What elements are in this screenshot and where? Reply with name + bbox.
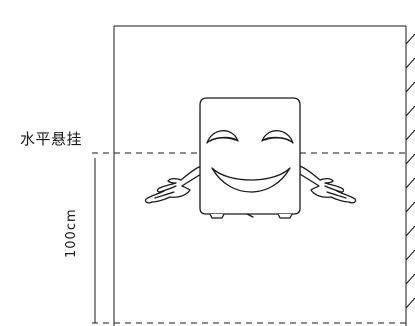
horizontal-hanging-label: 水平悬挂 <box>20 130 83 148</box>
mascot-body <box>199 97 301 215</box>
height-label: 100cm <box>64 208 79 258</box>
wall-hatch-icon <box>405 33 415 309</box>
smile <box>211 167 291 193</box>
room-frame <box>113 25 407 326</box>
smiling-box-mascot-icon <box>144 97 357 219</box>
right-glove-icon <box>299 165 357 204</box>
left-glove-icon <box>144 165 202 204</box>
